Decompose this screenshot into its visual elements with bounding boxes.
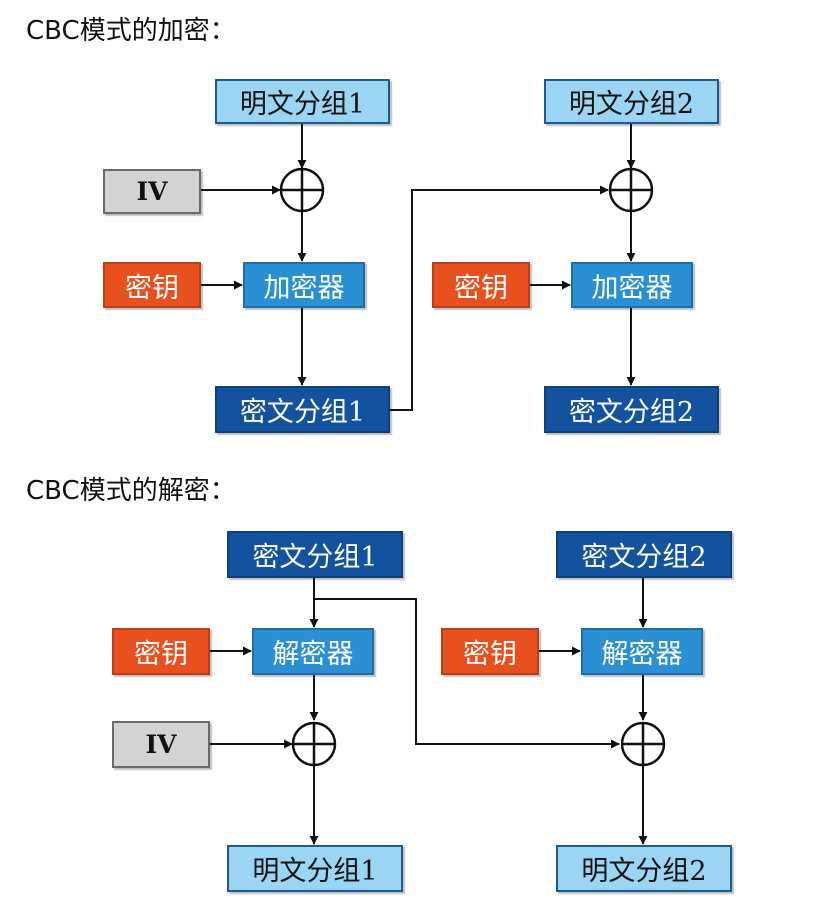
enc-iv-block: IV [103, 169, 201, 214]
encryption-heading: CBC模式的加密： [26, 16, 236, 46]
enc-plaintext-block-1: 明文分组1 [215, 79, 390, 124]
dec-iv-block: IV [112, 721, 210, 768]
dec-xor-icon-1 [291, 721, 337, 767]
enc-ciphertext-block-1: 密文分组1 [215, 386, 390, 433]
enc-key-block-1: 密钥 [103, 262, 201, 308]
dec-ciphertext-block-1: 密文分组1 [227, 531, 403, 578]
decryption-heading: CBC模式的解密： [26, 476, 236, 506]
enc-xor-icon-1 [279, 167, 325, 213]
dec-key-block-1: 密钥 [112, 628, 210, 675]
dec-xor-icon-2 [620, 721, 666, 767]
enc-encryptor-2: 加密器 [571, 262, 693, 308]
dec-plaintext-block-2: 明文分组2 [556, 845, 732, 892]
enc-xor-icon-2 [608, 167, 654, 213]
dec-decryptor-2: 解密器 [581, 628, 703, 675]
dec-ciphertext-block-2: 密文分组2 [556, 531, 732, 578]
enc-key-block-2: 密钥 [432, 262, 530, 308]
dec-plaintext-block-1: 明文分组1 [227, 845, 403, 892]
enc-chain-ciphertext1-to-xor2 [390, 185, 609, 411]
dec-decryptor-1: 解密器 [252, 628, 374, 675]
dec-key-block-2: 密钥 [441, 628, 539, 675]
enc-encryptor-1: 加密器 [243, 262, 365, 308]
enc-plaintext-block-2: 明文分组2 [544, 79, 719, 124]
dec-chain-ciphertext1-to-xor2 [314, 598, 620, 749]
enc-ciphertext-block-2: 密文分组2 [544, 386, 719, 433]
